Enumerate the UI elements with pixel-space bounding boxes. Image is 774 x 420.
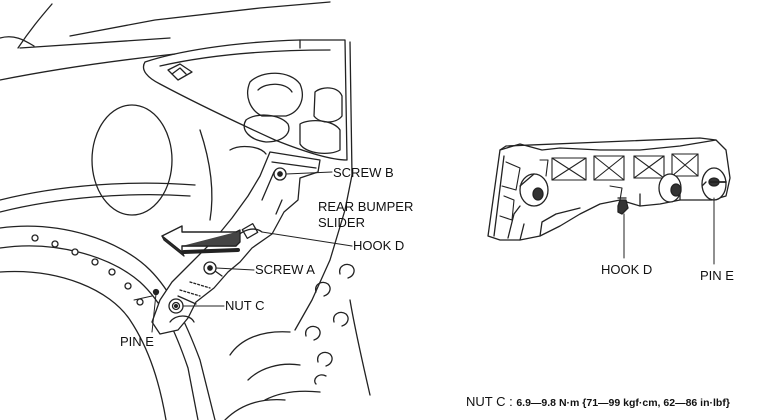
label-screw-b: SCREW B	[333, 165, 394, 180]
bumper-fascia	[224, 299, 371, 420]
torque-spec-value: 6.9—9.8 N·m {71—99 kgf·cm, 62—86 in·lbf}	[516, 397, 730, 409]
label-pin-e: PIN E	[120, 334, 154, 349]
bracket-clip-left	[519, 173, 549, 207]
bracket-pin-e	[701, 167, 727, 201]
quarter-glass	[142, 39, 348, 161]
bracket-body	[487, 137, 731, 241]
body-panel-lines	[0, 1, 331, 81]
fuel-lid	[91, 104, 173, 216]
detail-label-pin-e: PIN E	[700, 268, 734, 283]
torque-spec-separator: :	[505, 394, 517, 409]
removal-direction-arrow	[161, 225, 241, 257]
torque-specification: NUT C : 6.9—9.8 N·m {71—99 kgf·cm, 62—86…	[466, 393, 730, 411]
nut-c	[168, 298, 184, 314]
side-body-curves	[0, 129, 213, 221]
tail-light-housing	[229, 41, 353, 331]
wheel-arch	[0, 225, 216, 420]
screw-b	[273, 167, 287, 181]
bracket-ribs	[499, 153, 699, 221]
label-hook-d: HOOK D	[353, 238, 405, 253]
bracket-hook-d	[617, 197, 629, 215]
detail-leader-lines	[623, 197, 715, 265]
bumper-clip-openings	[305, 263, 355, 385]
detail-label-hook-d: HOOK D	[601, 262, 653, 277]
label-rear-bumper-slider-line1: REAR BUMPER	[318, 199, 414, 214]
torque-spec-name: NUT C	[466, 394, 506, 409]
label-nut-c: NUT C	[225, 298, 265, 313]
leader-lines	[133, 171, 353, 333]
label-screw-a: SCREW A	[255, 262, 315, 277]
bracket-clip-mid	[658, 173, 682, 203]
label-rear-bumper-slider-line2: SLIDER	[318, 215, 365, 230]
